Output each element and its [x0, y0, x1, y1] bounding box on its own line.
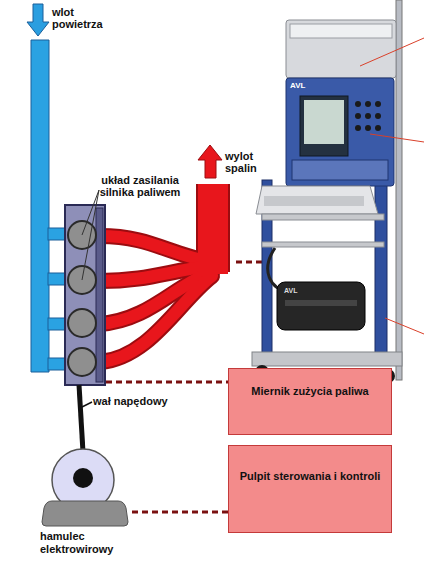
leader-lines [360, 38, 424, 334]
node-text: hamulec elektrowirowy [40, 530, 132, 556]
control-panel-box: Pulpit sterowania i kontroli [228, 445, 392, 533]
exhaust-outlet-label: wylot spalin [225, 150, 273, 174]
exhaust-arrow [198, 145, 222, 178]
intake-arrow [27, 4, 49, 36]
drive-shaft [79, 385, 83, 452]
cylinders [68, 221, 96, 376]
engine-block [65, 205, 105, 385]
fuel-system-label: układ zasilania silnika paliwem [86, 174, 194, 198]
fuel-lines [82, 190, 99, 280]
shaft-label: wał napędowy [93, 395, 193, 407]
dashed-connector [132, 511, 228, 514]
brand-logo: AVL [290, 81, 330, 91]
node-text: Pulpit sterowania i kontroli [229, 470, 391, 483]
fuel-meter-box: Miernik zużycia paliwa [228, 368, 392, 435]
eddy-current-brake: hamulec elektrowirowy [40, 448, 132, 560]
exhaust-manifold [100, 184, 213, 362]
fuel-rail [96, 208, 103, 382]
brand-logo: AVL [284, 286, 324, 295]
air-inlet-label: wlot powietrza [52, 6, 122, 30]
dashed-link [106, 381, 228, 384]
node-text: Miernik zużycia paliwa [229, 385, 391, 398]
leader-line [80, 402, 92, 408]
intake-pipe [31, 40, 49, 372]
